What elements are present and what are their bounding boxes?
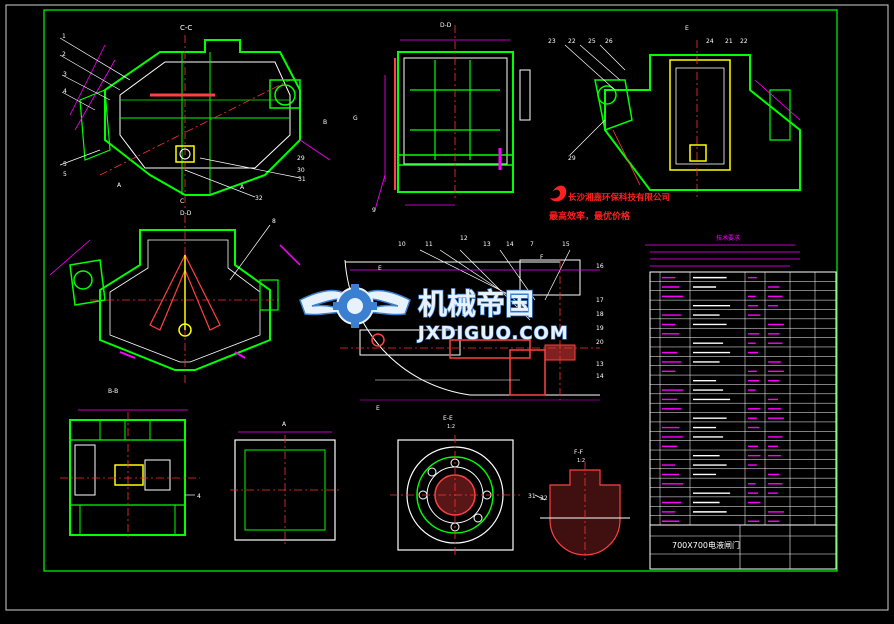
callout-30: 30 [297, 167, 305, 174]
callout-7: 7 [530, 241, 534, 248]
view-square-opening [230, 431, 340, 545]
view-ee-label: E-E [443, 415, 453, 422]
callout-13: 13 [483, 241, 491, 248]
company-logo [550, 185, 567, 202]
callout-9: 9 [372, 207, 376, 214]
callout-15: 15 [562, 241, 570, 248]
gear-with-wings-icon [299, 284, 411, 328]
callout-4b: 4 [197, 493, 201, 500]
callout-3: 3 [63, 71, 67, 78]
view-ff-section [534, 462, 630, 560]
callout-23: 23 [548, 38, 556, 45]
view-bottom-left [60, 409, 200, 540]
callout-21: 21 [725, 38, 733, 45]
callout-19: 19 [596, 325, 604, 332]
callout-32b: 32 [540, 495, 548, 502]
view-ee-flange [390, 435, 520, 555]
callouts-right-top: 23 22 25 26 24 21 22 29 [548, 38, 748, 162]
outer-frame [5, 4, 889, 611]
callout-22: 22 [568, 38, 576, 45]
callout-13b: 13 [596, 361, 604, 368]
view-top-right-label: E [685, 25, 689, 32]
callout-14b: 14 [596, 373, 604, 380]
callout-10: 10 [398, 241, 406, 248]
view-bottom-left-label: B-B [108, 388, 118, 395]
watermark [299, 284, 411, 328]
callout-20: 20 [596, 339, 604, 346]
bird-swirl-icon [550, 185, 567, 202]
callout-25: 25 [588, 38, 596, 45]
view-cc-bottom-marker: C [180, 198, 184, 205]
company-slogan: 最高效率，最优价格 [549, 210, 631, 222]
callout-18: 18 [596, 311, 604, 318]
view-f-marker: F [540, 254, 544, 261]
callout-14: 14 [506, 241, 514, 248]
callout-2: 2 [62, 51, 66, 58]
bom-frame [649, 271, 837, 526]
view-front-top-center [374, 25, 531, 211]
technical-notes [645, 244, 800, 267]
watermark-en: JXDIGUO.COM [416, 323, 569, 344]
view-g-marker: G [353, 115, 358, 122]
view-e-marker-bottom: E [376, 405, 380, 412]
view-cc-label: C-C [180, 24, 192, 32]
view-a-marker-1: A [117, 182, 122, 189]
company-name: 长沙湘嘉环保科技有限公司 [568, 192, 670, 203]
bom-table [649, 271, 837, 526]
view-side-top-right [564, 40, 801, 200]
view-b-marker: B [323, 119, 327, 126]
callout-1: 1 [62, 33, 66, 40]
view-a-marker-2: A [240, 184, 245, 191]
view-e-marker-top: E [378, 265, 382, 272]
view-dd-left-middle [49, 215, 301, 385]
callout-12: 12 [460, 235, 468, 242]
callouts-center-detail: 10 11 12 13 14 7 15 16 17 18 19 20 13 14 [398, 235, 604, 380]
view-detail-center [340, 249, 600, 401]
callout-5a: 5 [63, 161, 67, 168]
callout-31: 31 [298, 176, 306, 183]
view-square-label: A [282, 421, 287, 428]
callout-24: 24 [706, 38, 714, 45]
callout-5b: 5 [63, 171, 67, 178]
inner-frame [43, 9, 838, 572]
callout-4: 4 [63, 88, 67, 95]
callout-29: 29 [297, 155, 305, 162]
callout-31b: 31 [528, 493, 536, 500]
view-cc-top-left [59, 35, 331, 210]
callouts-cc: 1 2 3 4 5 5 29 30 31 32 [62, 33, 306, 202]
callout-8: 8 [272, 218, 276, 225]
callout-26: 26 [605, 38, 613, 45]
view-ff-scale: 1:2 [577, 458, 585, 464]
notes-title: 技术要求 [716, 234, 740, 242]
view-dd-label: D-D [180, 210, 192, 217]
view-ff-label: F-F [574, 449, 584, 456]
callout-17: 17 [596, 297, 604, 304]
view-dd-top-label: D-D [440, 22, 452, 29]
callout-11: 11 [425, 241, 433, 248]
drawing-title: 700X700电液闸门 [672, 540, 740, 550]
callout-32: 32 [255, 195, 263, 202]
callout-22b: 22 [740, 38, 748, 45]
view-ee-scale: 1:2 [447, 424, 455, 430]
title-block [649, 524, 837, 570]
watermark-cn: 机械帝国 [418, 287, 534, 321]
callout-29b: 29 [568, 155, 576, 162]
callout-16: 16 [596, 263, 604, 270]
